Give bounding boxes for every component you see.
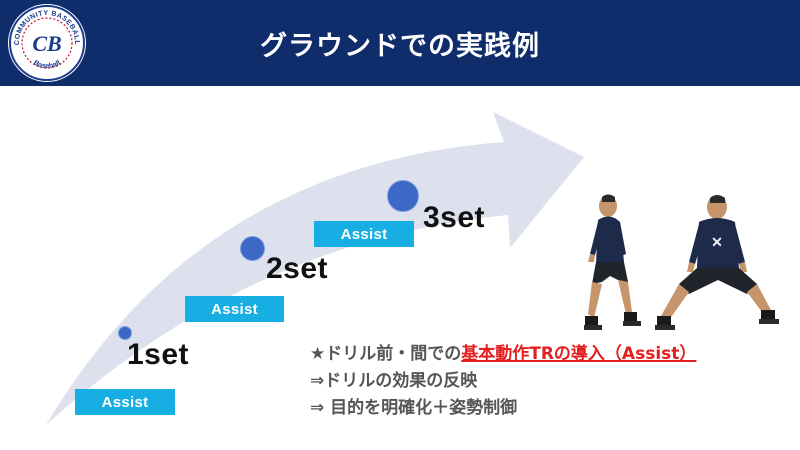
curved-arrow-shape — [46, 112, 584, 425]
notes-block: ★ドリル前・間での基本動作TRの導入（Assist） ⇒ドリルの効果の反映 ⇒ … — [310, 341, 790, 422]
header-bar — [0, 0, 800, 86]
assist-badge-2: Assist — [185, 296, 284, 322]
set-label-1: 1set — [127, 338, 190, 371]
logo-ring-bottom-text: Baseball — [32, 60, 61, 70]
svg-text:✕: ✕ — [711, 234, 723, 250]
note-line-3: ⇒ 目的を明確化＋姿勢制御 — [310, 398, 518, 418]
set-dot-2 — [240, 236, 265, 261]
note-line-1: ★ドリル前・間での基本動作TRの導入（Assist） — [310, 341, 790, 368]
progress-arrow-graphic — [46, 112, 584, 425]
set-dot-1 — [118, 326, 132, 340]
note-line-2: ⇒ドリルの効果の反映 — [310, 371, 478, 391]
set-label-2: 2set — [266, 252, 329, 285]
set-label-3: 3set — [423, 201, 486, 234]
note-line-1-prefix: ★ドリル前・間での — [310, 344, 462, 364]
athlete-photo-1 — [584, 194, 641, 330]
assist-badge-3: Assist — [314, 221, 414, 247]
athlete-photo-2: ✕ — [655, 195, 779, 330]
page-title: グラウンドでの実践例 — [260, 30, 540, 62]
set-dot-3 — [387, 180, 419, 212]
team-logo: COMMUNITY BASEBALL Baseball CB — [8, 4, 86, 82]
svg-text:Baseball: Baseball — [32, 60, 61, 70]
assist-badge-1: Assist — [75, 389, 175, 415]
logo-monogram: CB — [32, 31, 61, 56]
note-line-1-highlight: 基本動作TRの導入（Assist） — [461, 344, 697, 364]
